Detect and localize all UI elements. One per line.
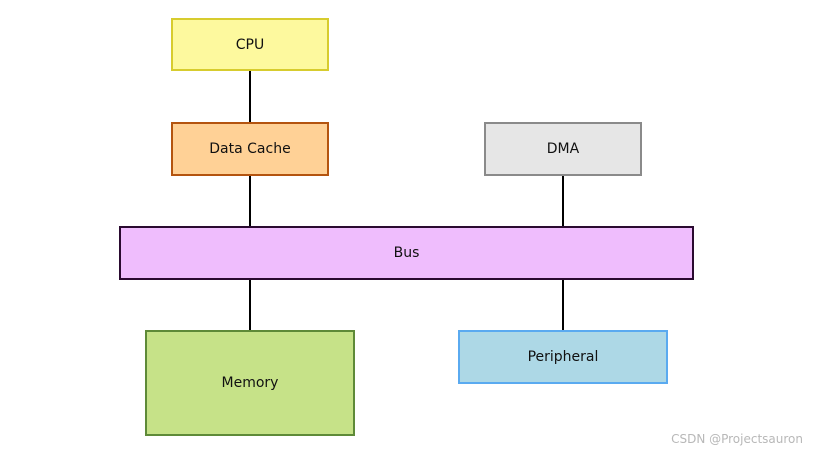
edge-dma-bus (562, 175, 564, 228)
bus-node: Bus (119, 226, 694, 280)
data-cache-node: Data Cache (171, 122, 329, 176)
watermark-text: CSDN @Projectsauron (671, 432, 803, 446)
memory-label: Memory (221, 375, 279, 391)
dma-label: DMA (546, 141, 580, 157)
cpu-node: CPU (171, 18, 329, 71)
bus-label: Bus (393, 245, 420, 261)
peripheral-label: Peripheral (527, 349, 599, 365)
memory-node: Memory (145, 330, 355, 436)
edge-cache-bus (249, 175, 251, 228)
dma-node: DMA (484, 122, 642, 176)
cpu-label: CPU (235, 36, 265, 53)
peripheral-node: Peripheral (458, 330, 668, 384)
edge-bus-peripheral (562, 278, 564, 331)
edge-cpu-cache (249, 70, 251, 123)
data-cache-label: Data Cache (209, 141, 291, 157)
edge-bus-memory (249, 278, 251, 331)
